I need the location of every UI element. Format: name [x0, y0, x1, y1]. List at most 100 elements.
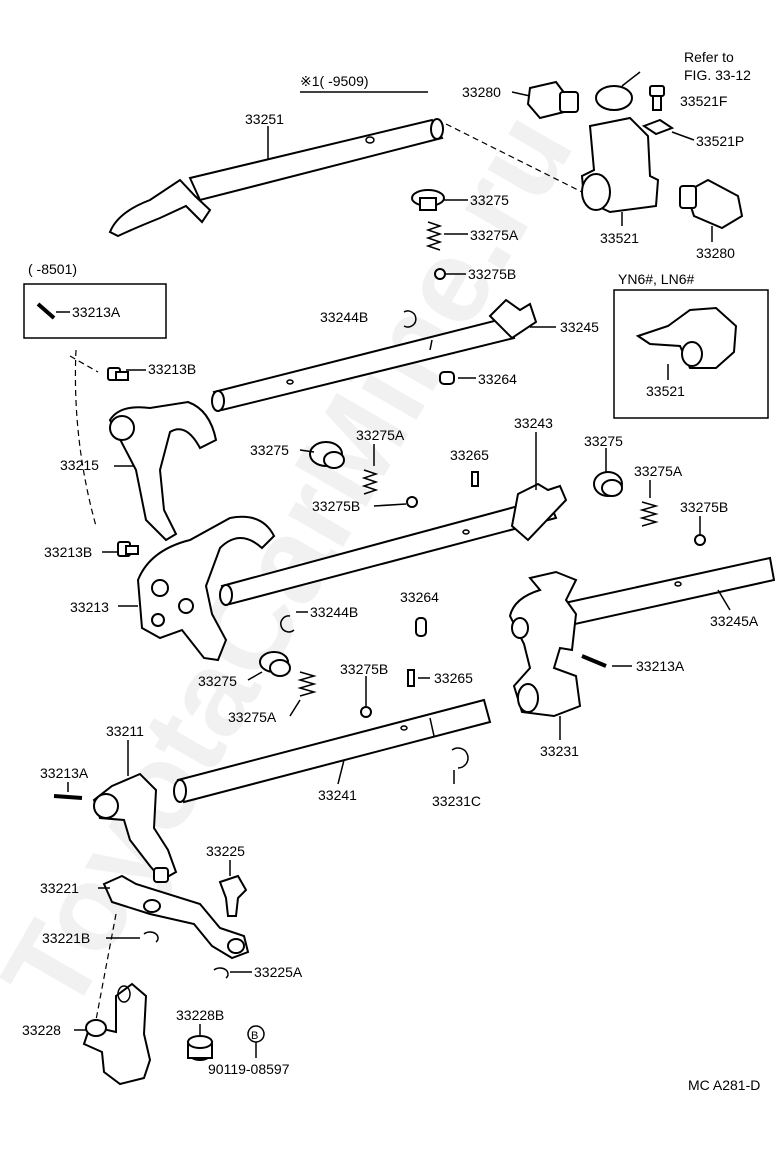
leader-33521P: [671, 131, 695, 141]
label-33275-a: 33275: [470, 192, 509, 208]
label-33521: 33521: [600, 230, 639, 246]
label-33251: 33251: [245, 111, 284, 127]
ball-33275B-b: [406, 496, 418, 508]
label-33245A: 33245A: [710, 613, 759, 629]
label-33275B-c: 33275B: [680, 499, 728, 515]
label-33280-a: 33280: [462, 84, 501, 100]
label-33244B-a: 33244B: [320, 309, 368, 325]
leader-33275-d: [247, 671, 263, 681]
pin-33264-a: [439, 371, 455, 385]
leader-33275-b: [299, 449, 315, 453]
label-33275-c: 33275: [584, 433, 623, 449]
figure-code: MC A281-D: [688, 1077, 760, 1093]
pin-33213A-box: [36, 302, 56, 320]
pin-33264-b: [415, 617, 427, 637]
clip-33244B-a: [403, 310, 417, 328]
leader-refer: [621, 71, 641, 87]
label-33221B: 33221B: [42, 930, 90, 946]
label-33521F: 33521F: [680, 93, 727, 109]
label-33275A-b: 33275A: [356, 427, 405, 443]
pin-33213A-c: [53, 794, 83, 800]
label-33275A-d: 33275A: [228, 709, 277, 725]
label-33225: 33225: [206, 843, 245, 859]
dashed-guide-bottom: [95, 913, 117, 1021]
label-33231C: 33231C: [432, 793, 481, 809]
label-33265-b: 33265: [434, 670, 473, 686]
cap-33275-b: [309, 441, 345, 469]
pin-33213A-b: [581, 654, 607, 668]
spring-33275A-d: [297, 671, 317, 697]
label-33280-b: 33280: [696, 245, 735, 261]
label-33213A-c: 33213A: [40, 765, 89, 781]
cap-33275-c: [593, 471, 623, 497]
spring-33275A-a: [425, 221, 443, 251]
label-33275B-d: 33275B: [340, 661, 388, 677]
plug-33280-right: [679, 178, 744, 230]
bolt-33521F: [649, 85, 665, 111]
label-33213B-b: 33213B: [44, 544, 92, 560]
shaft-33251: [108, 118, 444, 238]
label-33275A-a: 33275A: [470, 227, 519, 243]
plug-33280-left: [526, 80, 579, 120]
label-33213A-b: 33213A: [636, 658, 685, 674]
fork-33231: [508, 570, 582, 718]
fork-33213: [136, 515, 276, 662]
refer-note-line2: FIG. 33-12: [684, 67, 751, 83]
label-33221: 33221: [40, 880, 79, 896]
spring-33275A-b: [361, 469, 379, 495]
lever-33228: [82, 982, 152, 1086]
shaft-33245: [211, 298, 538, 412]
clip-33221B: [143, 931, 159, 943]
label-33275-d: 33275: [198, 673, 237, 689]
label-33244B-b: 33244B: [310, 604, 358, 620]
label-33264-b: 33264: [400, 589, 439, 605]
link-33221: [102, 874, 250, 960]
label-33213B-a: 33213B: [148, 361, 196, 377]
bolt-symbol: B: [251, 1030, 258, 1042]
label-33521-variant: 33521: [646, 383, 685, 399]
housing-33521: [580, 116, 660, 214]
label-33211: 33211: [106, 723, 144, 739]
clip-33225A: [213, 967, 229, 979]
ball-33275B-a: [434, 268, 446, 280]
pin-33265-a: [471, 471, 479, 487]
variant-label: YN6#, LN6#: [618, 271, 694, 287]
label-33521P: 33521P: [696, 133, 744, 149]
shaft-33241: [173, 698, 492, 804]
label-33228: 33228: [22, 1022, 61, 1038]
clip-33231C: [451, 747, 469, 769]
refer-note-line1: Refer to: [684, 49, 734, 65]
shaft-33243: [219, 482, 568, 606]
leader-33245A: [717, 589, 731, 611]
label-33225A: 33225A: [254, 964, 303, 980]
label-33231: 33231: [540, 743, 579, 759]
box-8501: [23, 283, 167, 339]
label-33213A-box: 33213A: [72, 304, 121, 320]
ball-33275B-d: [360, 706, 372, 718]
ball-33275B-c: [694, 534, 706, 546]
leader-33241: [337, 759, 345, 785]
header-note: ※1( -9509): [300, 73, 369, 89]
screw-33213B-a: [107, 367, 129, 381]
pin-33265-b: [407, 669, 415, 687]
label-33275B-a: 33275B: [468, 266, 516, 282]
spring-33275A-c: [639, 501, 659, 527]
label-33228B: 33228B: [176, 1007, 224, 1023]
cap-33275-d: [259, 651, 291, 677]
cap-stem-33275-a: [419, 197, 437, 211]
clip-33244B-b: [280, 615, 295, 633]
label-33275A-c: 33275A: [634, 463, 683, 479]
label-33264-a: 33264: [478, 371, 517, 387]
label-33275B-b: 33275B: [312, 498, 360, 514]
washer-33521P: [641, 118, 675, 136]
collar-ring: [595, 85, 633, 111]
housing-33521-variant: [635, 306, 738, 369]
leader-33275B-b: [373, 503, 407, 507]
dashed-arrow-left: [74, 349, 97, 527]
fork-33215: [108, 400, 218, 542]
label-33265-a: 33265: [450, 447, 489, 463]
label-33275-b: 33275: [250, 442, 289, 458]
leader-33280-a: [511, 91, 531, 97]
variant-box: [613, 289, 769, 419]
